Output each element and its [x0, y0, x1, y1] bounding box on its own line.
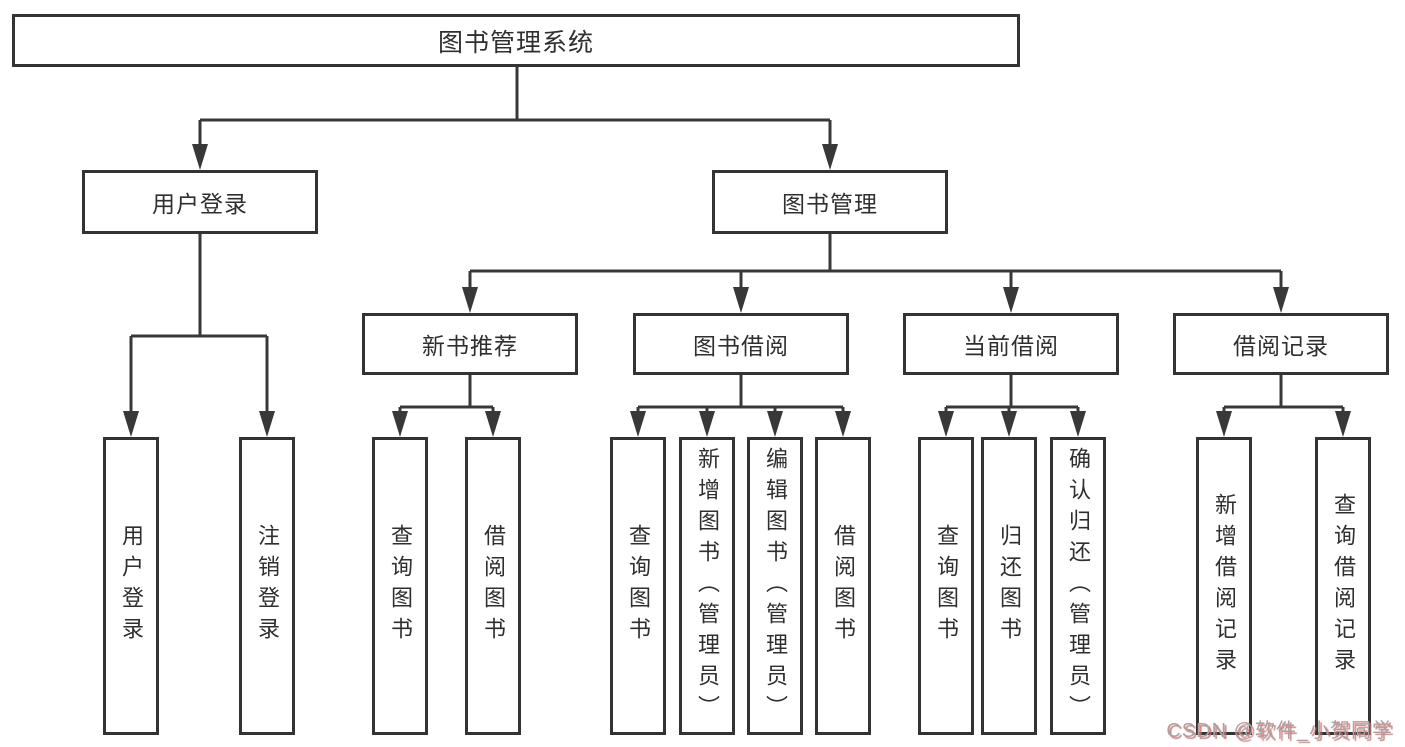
- leaf-add-book-admin: 新增图书（管理员）: [679, 437, 735, 735]
- node-label: 新书推荐: [422, 333, 518, 359]
- node-label: 借阅图书: [481, 524, 506, 648]
- arrow-heads: [123, 144, 1351, 437]
- node-label: 归还图书: [997, 524, 1022, 648]
- node-label: 编辑图书（管理员）: [763, 446, 788, 726]
- leaf-user-login: 用户登录: [103, 437, 159, 735]
- node-label: 查询图书: [626, 524, 651, 648]
- node-current-borrow: 当前借阅: [903, 313, 1119, 375]
- node-label: 新增图书（管理员）: [695, 446, 720, 726]
- node-borrow-records: 借阅记录: [1173, 313, 1389, 375]
- node-label: 图书管理系统: [437, 28, 594, 57]
- csdn-watermark: CSDN @软件_小贺同学: [1166, 720, 1393, 742]
- node-label: 当前借阅: [963, 333, 1059, 359]
- node-label: 查询借阅记录: [1331, 493, 1356, 679]
- leaf-logout: 注销登录: [239, 437, 295, 735]
- node-label: 用户登录: [152, 191, 248, 217]
- node-label: 借阅图书: [831, 524, 856, 648]
- leaf-query-books-current: 查询图书: [918, 437, 974, 735]
- node-system-root: 图书管理系统: [12, 14, 1020, 67]
- leaf-query-books-recommend: 查询图书: [372, 437, 428, 735]
- leaf-return-books: 归还图书: [981, 437, 1037, 735]
- node-label: 图书借阅: [693, 333, 789, 359]
- leaf-query-borrow-record: 查询借阅记录: [1315, 437, 1371, 735]
- node-label: 查询图书: [388, 524, 413, 648]
- node-label: 确认归还（管理员）: [1066, 446, 1091, 726]
- node-book-borrow: 图书借阅: [633, 313, 849, 375]
- leaf-add-borrow-record: 新增借阅记录: [1196, 437, 1252, 735]
- node-new-book-recommend: 新书推荐: [362, 313, 578, 375]
- leaf-query-books-borrow: 查询图书: [610, 437, 666, 735]
- node-label: 借阅记录: [1233, 333, 1329, 359]
- connector-bookmgmt-to-level3: [468, 234, 1283, 289]
- node-user-login: 用户登录: [82, 170, 318, 234]
- node-label: 注销登录: [255, 524, 280, 648]
- connector-userlogin-to-leaves: [129, 234, 269, 413]
- node-label: 查询图书: [934, 524, 959, 648]
- connector-root-to-level2: [198, 67, 832, 146]
- leaf-borrow-books-borrow: 借阅图书: [815, 437, 871, 735]
- connector-level3-to-leaves: [398, 375, 1345, 415]
- node-label: 新增借阅记录: [1212, 493, 1237, 679]
- leaf-borrow-books-recommend: 借阅图书: [465, 437, 521, 735]
- leaf-confirm-return-admin: 确认归还（管理员）: [1050, 437, 1106, 735]
- node-label: 图书管理: [782, 191, 878, 217]
- node-book-management: 图书管理: [712, 170, 948, 234]
- leaf-edit-book-admin: 编辑图书（管理员）: [747, 437, 803, 735]
- node-label: 用户登录: [119, 524, 144, 648]
